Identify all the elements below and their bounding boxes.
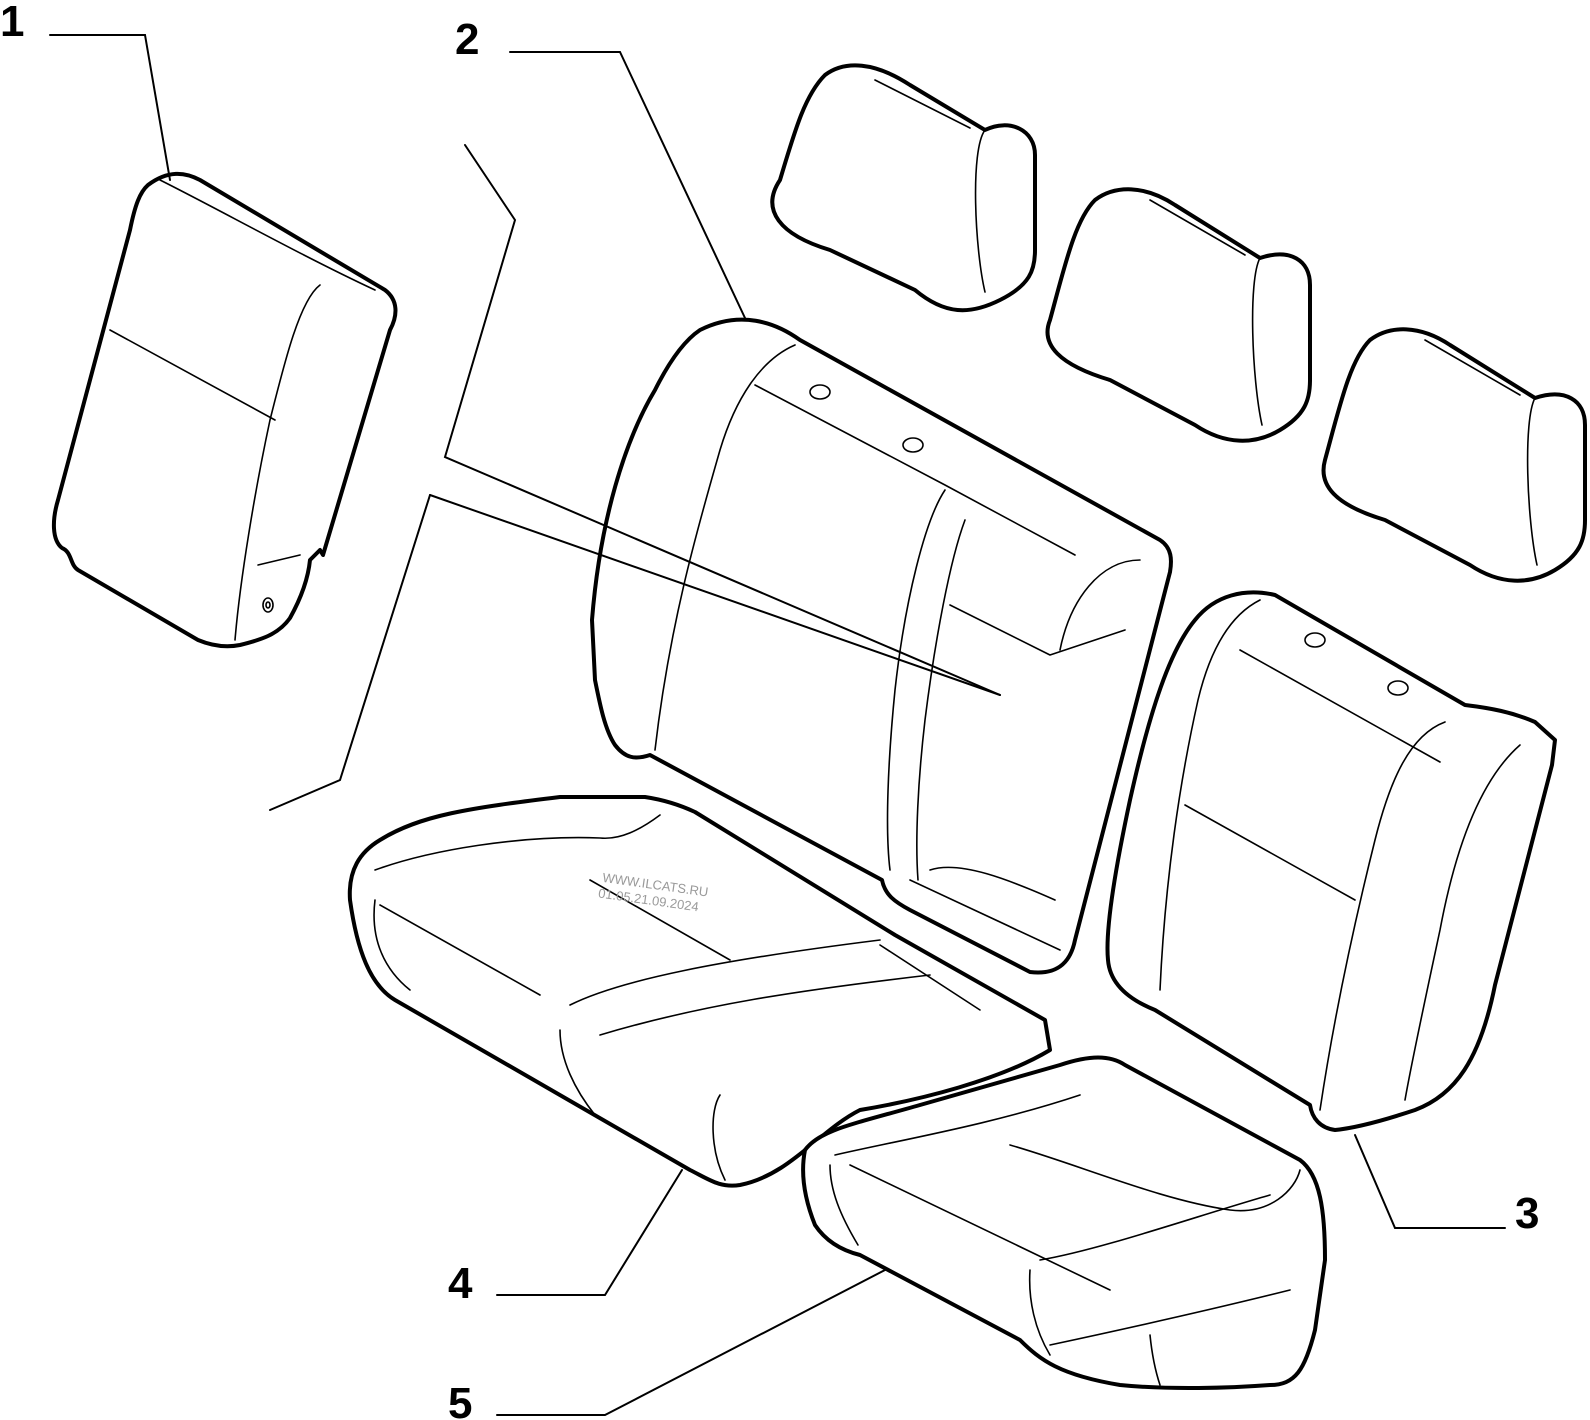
- right-backrest-part-3: [1105, 590, 1557, 1132]
- callout-label-2: 2: [455, 15, 479, 64]
- leader-line-3: [1354, 1134, 1506, 1229]
- leader-line-5: [496, 1269, 886, 1416]
- headrest-center: [1045, 187, 1312, 443]
- leader-line-4: [496, 1169, 683, 1296]
- callout-label-5: 5: [448, 1379, 472, 1420]
- callout-label-4: 4: [448, 1259, 473, 1308]
- leader-lines: [49, 34, 1506, 1416]
- headrest-left: [770, 63, 1037, 313]
- bracket-line-upper: [443, 144, 1001, 696]
- small-backrest-part-1: [51, 171, 398, 649]
- callout-label-3: 3: [1515, 1189, 1539, 1238]
- callout-labels: 1 2 3 4 5: [0, 0, 1539, 1420]
- leader-line-1: [49, 34, 171, 181]
- bracket-line-lower: [269, 494, 431, 811]
- leader-line-2: [509, 51, 746, 319]
- rear-backrest-part-2: [590, 317, 1173, 975]
- callout-label-1: 1: [0, 0, 24, 46]
- headrest-right: [1321, 327, 1587, 583]
- bracket-line-lower-connector: [429, 494, 1001, 696]
- rear-seat-cushion-part-4: [347, 795, 1052, 1188]
- front-seat-cushion-part-5: [801, 1055, 1327, 1391]
